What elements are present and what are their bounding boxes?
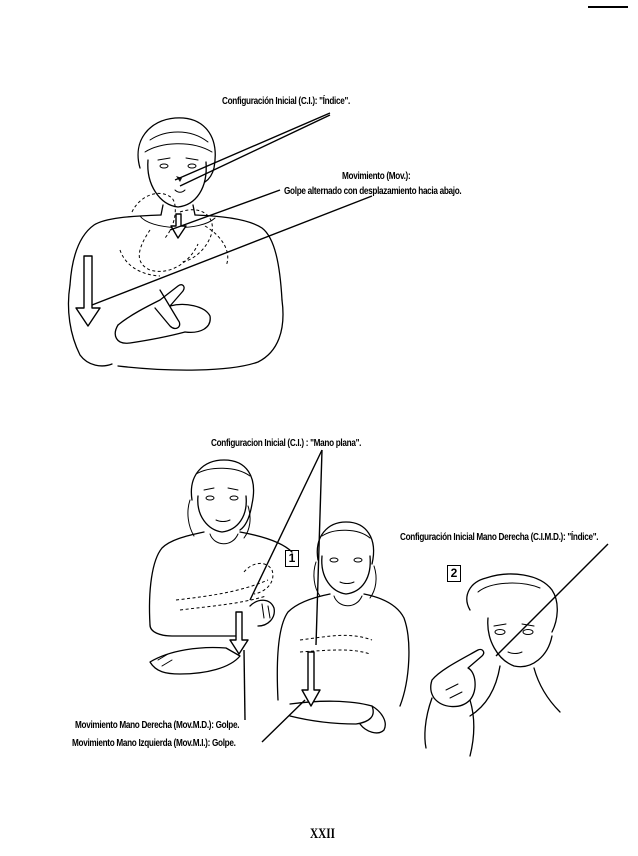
figure2-signer-right-drawing (424, 573, 561, 757)
page-number: XXII (310, 826, 336, 842)
corner-rule (588, 6, 628, 8)
step-1-marker: 1 (285, 550, 299, 567)
figure2-movement-right: Movimiento Mano Derecha (Mov.M.D.): Golp… (75, 719, 240, 731)
figure2-signer-left-drawing (148, 459, 293, 675)
figure2-config-label: Configuracion Inicial (C.I.) : "Mano pla… (211, 437, 362, 449)
figure1-config-label: Configuración Inicial (C.I.): "Índice". (222, 95, 351, 107)
figure1-movement-desc: Golpe alternado con desplazamiento hacia… (284, 185, 462, 197)
figure2-signer-center-drawing (276, 521, 410, 734)
figure2-movement-left: Movimiento Mano Izquierda (Mov.M.I.): Go… (72, 737, 236, 749)
step-2-marker: 2 (447, 565, 461, 582)
figure1-signer-drawing (67, 117, 284, 371)
figure2-pointer-lines (243, 449, 609, 743)
figure1-pointer-lines (91, 112, 373, 306)
figure1-movement-title: Movimiento (Mov.): (342, 170, 411, 182)
figure2-right-hand-config: Configuración Inicial Mano Derecha (C.I.… (400, 531, 599, 543)
